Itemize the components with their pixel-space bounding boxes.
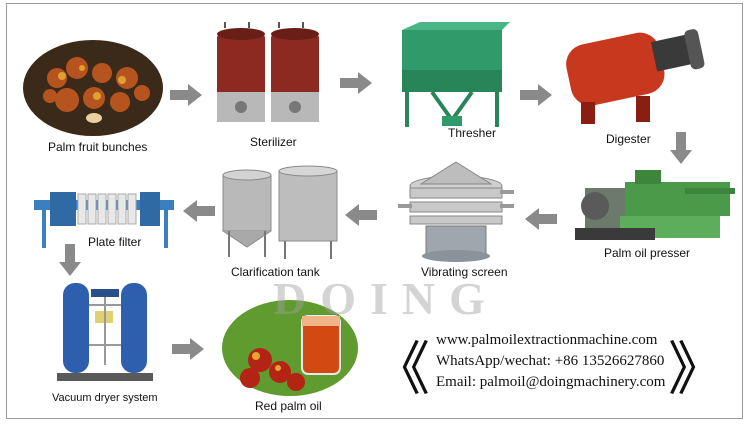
vacuum-dryer-image [57, 283, 153, 381]
digester-image [566, 29, 705, 124]
contact-phone: WhatsApp/wechat: +86 13526627860 [436, 353, 665, 369]
plate-filter-image [34, 192, 174, 248]
sterilizer-image [217, 22, 319, 122]
palm-fruit-image [23, 40, 163, 136]
contact-block: www.palmoilextractionmachine.com WhatsAp… [436, 330, 665, 393]
clarification-tank-image [222, 165, 338, 259]
arrow-right-icon [172, 338, 204, 360]
arrow-down-icon [59, 244, 81, 276]
label-red-palm-oil: Red palm oil [255, 399, 322, 413]
label-vibrating-screen: Vibrating screen [421, 265, 508, 279]
arrow-down-icon [670, 132, 692, 164]
label-vacuum-dryer: Vacuum dryer system [52, 392, 158, 404]
right-bracket: 》 [668, 337, 727, 402]
contact-email[interactable]: Email: palmoil@doingmachinery.com [436, 374, 666, 390]
presser-image [575, 170, 735, 240]
label-presser: Palm oil presser [604, 246, 691, 260]
label-clarification-tank: Clarification tank [231, 265, 320, 279]
doing-watermark: DOING [273, 273, 499, 324]
thresher-image [402, 22, 510, 127]
contact-website[interactable]: www.palmoilextractionmachine.com [436, 332, 658, 348]
label-sterilizer: Sterilizer [250, 135, 297, 149]
arrow-right-icon [340, 72, 372, 94]
label-digester: Digester [606, 132, 651, 146]
arrow-right-icon [520, 84, 552, 106]
diagram-frame [6, 3, 743, 419]
label-palm-fruit: Palm fruit bunches [48, 140, 148, 154]
arrow-left-icon [183, 200, 215, 222]
label-thresher: Thresher [448, 126, 497, 140]
arrow-left-icon [525, 208, 557, 230]
vibrating-screen-image [398, 161, 514, 262]
red-palm-oil-image [222, 300, 358, 396]
left-bracket: 《 [372, 337, 431, 402]
arrow-left-icon [345, 204, 377, 226]
label-plate-filter: Plate filter [88, 235, 142, 249]
arrow-right-icon [170, 84, 202, 106]
